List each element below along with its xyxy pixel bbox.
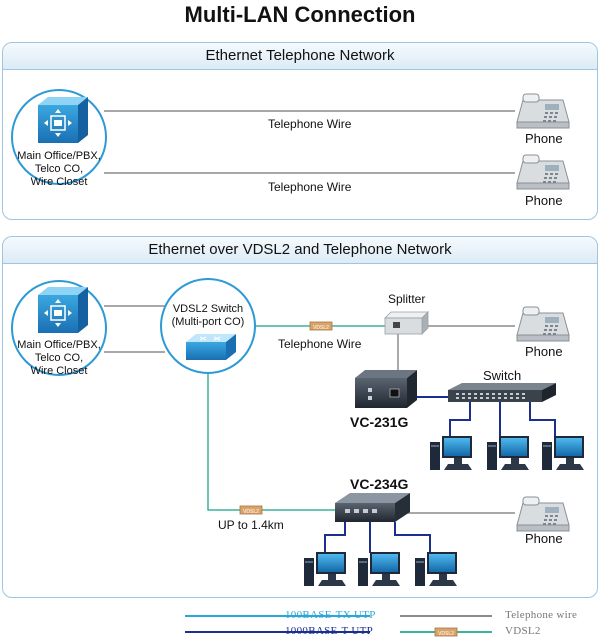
phone-label: Phone bbox=[525, 131, 563, 146]
vdsl2-telephone-panel: Ethernet over VDSL2 and Telephone Networ… bbox=[2, 236, 598, 598]
phone-icon bbox=[516, 306, 570, 342]
legend-tx-label: 100BASE-TX UTP bbox=[285, 609, 376, 621]
office-label: Main Office/PBX, Telco CO, Wire Closet bbox=[17, 150, 101, 188]
pc-icon bbox=[358, 552, 400, 586]
gigabit-line bbox=[324, 522, 346, 553]
gigabit-line bbox=[449, 402, 471, 438]
pc-icon bbox=[304, 552, 346, 586]
phone-icon bbox=[516, 496, 570, 532]
vdsl2-tag-label: VDSL2 bbox=[243, 509, 259, 515]
phone-label: Phone bbox=[525, 344, 563, 359]
office-cube-icon bbox=[37, 96, 89, 144]
ethernet-switch-device bbox=[448, 383, 556, 402]
phone-label: Phone bbox=[525, 193, 563, 208]
telephone-wire-label: Telephone Wire bbox=[268, 117, 352, 131]
vc-231g-label: VC-231G bbox=[350, 414, 409, 430]
vc-234g-device bbox=[335, 493, 410, 522]
office-label: Main Office/PBX, Telco CO, Wire Closet bbox=[17, 339, 101, 377]
vdsl2-switch-icon bbox=[186, 334, 236, 360]
vdsl2-tag-label: VDSL2 bbox=[313, 325, 329, 331]
legend-vdsl-tag: VDSL2 bbox=[434, 627, 458, 637]
vdsl2-line bbox=[207, 372, 335, 511]
vc-231g-device bbox=[355, 370, 417, 408]
office-cube-icon bbox=[37, 286, 89, 334]
ethernet-telephone-panel: Ethernet Telephone Network bbox=[2, 42, 598, 220]
pc-icon bbox=[542, 436, 584, 470]
page-title: Multi-LAN Connection bbox=[184, 2, 416, 27]
legend-tel-label: Telephone wire bbox=[505, 609, 578, 621]
gigabit-line bbox=[394, 522, 431, 553]
legend-vdsl-tag-label: VDSL2 bbox=[438, 631, 454, 637]
phone-icon bbox=[516, 154, 570, 190]
pc-icon bbox=[430, 436, 472, 470]
legend-vdsl-label: VDSL2 bbox=[505, 625, 541, 637]
panel-heading: Ethernet over VDSL2 and Telephone Networ… bbox=[3, 237, 597, 264]
phone-icon bbox=[516, 93, 570, 129]
legend-t-label: 1000BASE-T UTP bbox=[285, 625, 374, 637]
telephone-wire-label: Telephone Wire bbox=[278, 337, 362, 351]
phone-label: Phone bbox=[525, 531, 563, 546]
telephone-wire-label: Telephone Wire bbox=[268, 180, 352, 194]
distance-label: UP to 1.4km bbox=[218, 518, 284, 532]
panel-heading: Ethernet Telephone Network bbox=[3, 43, 597, 70]
vdsl2-tag: VDSL2 bbox=[239, 505, 263, 515]
vdsl2-tag: VDSL2 bbox=[309, 321, 333, 331]
splitter-label: Splitter bbox=[388, 292, 426, 306]
switch-label: Switch bbox=[483, 368, 522, 383]
pc-icon bbox=[487, 436, 529, 470]
splitter-icon bbox=[384, 311, 429, 335]
vc-234g-label: VC-234G bbox=[350, 476, 409, 492]
vdsl2-switch-label: VDSL2 Switch (Multi-port CO) bbox=[171, 303, 245, 328]
gigabit-line bbox=[529, 402, 556, 438]
pc-icon bbox=[415, 552, 457, 586]
